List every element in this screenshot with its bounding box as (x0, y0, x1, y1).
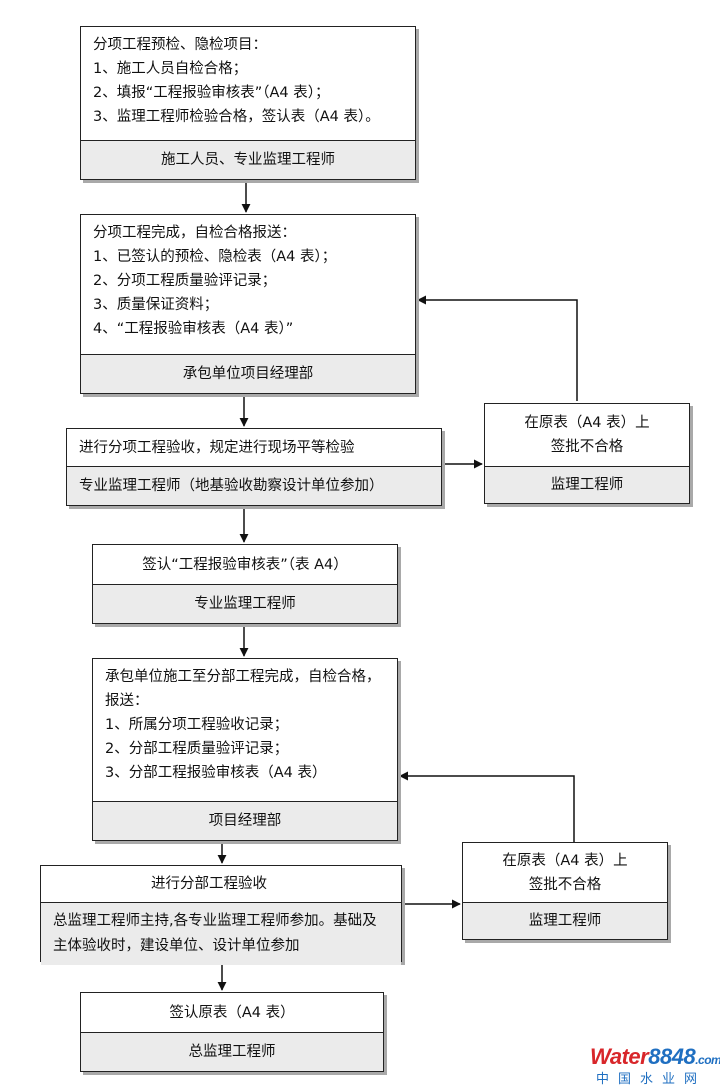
step-responsible-text: 总监理工程师主持,各专业监理工程师参加。基础及主体验收时，建设单位、设计单位参加 (53, 913, 377, 954)
step-content: 签认原表（A4 表） (81, 993, 383, 1032)
step-line: 签批不合格 (550, 439, 624, 455)
step-line: 3、分部工程报验审核表（A4 表） (105, 765, 327, 781)
arrow-b8-b6 (399, 771, 575, 842)
step-responsible: 专业监理工程师 (93, 584, 397, 623)
step-line: 1、施工人员自检合格； (93, 61, 248, 77)
step-responsible: 总监理工程师主持,各专业监理工程师参加。基础及主体验收时，建设单位、设计单位参加 (41, 902, 401, 965)
step-line: 分项工程完成，自检合格报送： (93, 225, 296, 241)
step-line: 2、填报“工程报验审核表”（A4 表）； (93, 85, 330, 101)
step-line: 2、分项工程质量验评记录； (93, 273, 277, 289)
watermark-brand: Water8848.com (590, 1044, 720, 1069)
step-box-subitem-complete: 分项工程完成，自检合格报送： 1、已签认的预检、隐检表（A4 表）； 2、分项工… (80, 214, 416, 394)
step-content: 在原表（A4 表）上 签批不合格 (485, 404, 689, 466)
step-responsible: 专业监理工程师（地基验收勘察设计单位参加） (67, 466, 441, 505)
step-content: 分项工程完成，自检合格报送： 1、已签认的预检、隐检表（A4 表）； 2、分项工… (81, 215, 415, 354)
step-content: 进行分项工程验收，规定进行现场平等检验 (67, 429, 441, 466)
step-line: 签认原表（A4 表） (169, 1004, 295, 1021)
step-line: 在原表（A4 表）上 (524, 415, 650, 431)
step-responsible: 施工人员、专业监理工程师 (81, 140, 415, 179)
step-line: 进行分项工程验收，规定进行现场平等检验 (79, 439, 355, 456)
step-responsible: 监理工程师 (485, 466, 689, 503)
step-line: 签批不合格 (528, 876, 602, 893)
arrow-b4-b2 (417, 295, 578, 401)
step-content: 承包单位施工至分部工程完成，自检合格，报送： 1、所属分项工程验收记录； 2、分… (93, 659, 397, 801)
watermark-logo: Water8848.com 中国水业网 (590, 1044, 720, 1088)
step-responsible: 监理工程师 (463, 902, 667, 939)
step-box-sign-report: 签认“工程报验审核表”（表 A4） 专业监理工程师 (92, 544, 398, 624)
watermark-cn: 中国水业网 (596, 1071, 707, 1086)
step-box-subitem-precheck: 分项工程预检、隐检项目： 1、施工人员自检合格； 2、填报“工程报验审核表”（A… (80, 26, 416, 180)
step-responsible: 项目经理部 (93, 801, 397, 840)
step-line: 分项工程预检、隐检项目： (93, 37, 267, 53)
step-box-final-sign: 签认原表（A4 表） 总监理工程师 (80, 992, 384, 1072)
step-box-reject-subitem: 在原表（A4 表）上 签批不合格 监理工程师 (484, 403, 690, 504)
step-box-reject-division: 在原表（A4 表）上 签批不合格 监理工程师 (462, 842, 668, 940)
step-line: 进行分部工程验收 (151, 876, 267, 892)
step-box-division-acceptance: 进行分部工程验收 总监理工程师主持,各专业监理工程师参加。基础及主体验收时，建设… (40, 865, 402, 965)
step-line: 1、所属分项工程验收记录； (105, 717, 289, 733)
step-content: 分项工程预检、隐检项目： 1、施工人员自检合格； 2、填报“工程报验审核表”（A… (81, 27, 415, 140)
step-box-division-complete: 承包单位施工至分部工程完成，自检合格，报送： 1、所属分项工程验收记录； 2、分… (92, 658, 398, 841)
step-line: 签认“工程报验审核表”（表 A4） (142, 556, 348, 573)
step-line: 1、已签认的预检、隐检表（A4 表）； (93, 249, 337, 265)
step-content: 在原表（A4 表）上 签批不合格 (463, 843, 667, 902)
step-content: 签认“工程报验审核表”（表 A4） (93, 545, 397, 584)
step-responsible: 总监理工程师 (81, 1032, 383, 1071)
step-line: 3、监理工程师检验合格，签认表（A4 表）。 (93, 109, 380, 125)
step-box-subitem-acceptance: 进行分项工程验收，规定进行现场平等检验 专业监理工程师（地基验收勘察设计单位参加… (66, 428, 442, 506)
step-line: 2、分部工程质量验评记录； (105, 741, 289, 757)
step-responsible: 承包单位项目经理部 (81, 354, 415, 393)
step-line: 4、“工程报验审核表（A4 表）” (93, 321, 294, 337)
step-content: 进行分部工程验收 (41, 866, 401, 902)
step-line: 在原表（A4 表）上 (502, 852, 628, 869)
step-line: 3、质量保证资料； (93, 297, 219, 313)
step-line: 承包单位施工至分部工程完成，自检合格，报送： (105, 669, 381, 709)
